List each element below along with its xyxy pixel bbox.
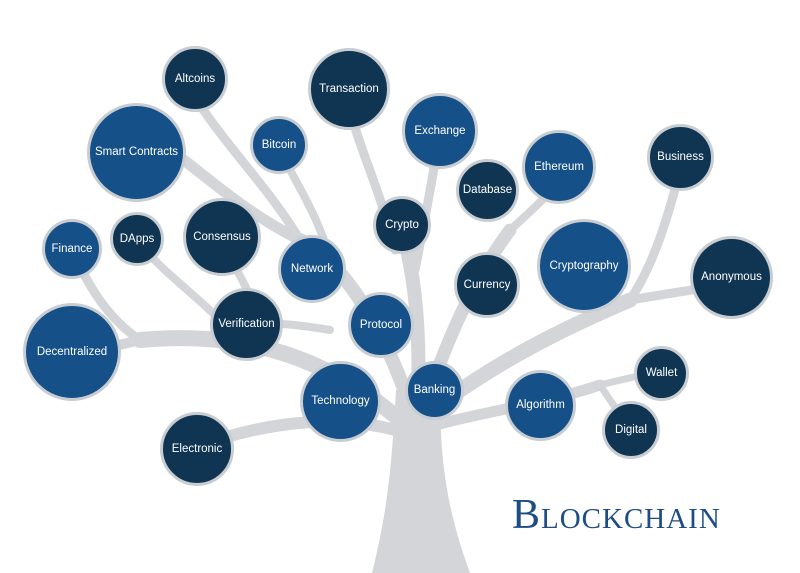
node-label: Cryptography bbox=[549, 259, 619, 272]
node-label: Transaction bbox=[319, 82, 379, 95]
node-technology: Technology bbox=[300, 361, 381, 442]
diagram-title: Blockchain bbox=[512, 492, 721, 538]
node-dapps: DApps bbox=[110, 212, 164, 266]
node-label: Ethereum bbox=[534, 160, 584, 173]
node-currency: Currency bbox=[454, 252, 520, 318]
node-label: DApps bbox=[119, 232, 155, 245]
node-label: Exchange bbox=[414, 124, 466, 137]
node-label: Finance bbox=[51, 242, 93, 255]
node-label: Banking bbox=[413, 384, 456, 397]
node-smart-contracts: Smart Contracts bbox=[87, 103, 186, 202]
node-verification: Verification bbox=[210, 288, 283, 361]
node-label: Consensus bbox=[193, 230, 251, 243]
node-finance: Finance bbox=[42, 219, 102, 279]
node-label: Technology bbox=[311, 395, 370, 408]
node-digital: Digital bbox=[602, 401, 660, 459]
node-protocol: Protocol bbox=[348, 292, 414, 358]
node-label: Database bbox=[462, 184, 513, 197]
node-label: Business bbox=[657, 151, 704, 164]
node-network: Network bbox=[278, 235, 346, 303]
branch-upper-left-2 bbox=[195, 100, 305, 245]
node-decentralized: Decentralized bbox=[23, 303, 121, 401]
node-anonymous: Anonymous bbox=[690, 236, 773, 319]
node-label: Wallet bbox=[645, 367, 678, 380]
node-database: Database bbox=[456, 159, 519, 222]
node-label: Bitcoin bbox=[261, 138, 297, 151]
node-wallet: Wallet bbox=[634, 346, 689, 401]
node-cryptography: Cryptography bbox=[537, 219, 631, 313]
node-label: Crypto bbox=[385, 218, 419, 231]
node-label: Anonymous bbox=[701, 271, 762, 284]
node-label: Algorithm bbox=[516, 399, 565, 412]
node-altcoins: Altcoins bbox=[162, 46, 228, 112]
node-consensus: Consensus bbox=[183, 198, 261, 276]
node-label: Altcoins bbox=[174, 72, 216, 85]
node-transaction: Transaction bbox=[308, 48, 390, 130]
node-label: Digital bbox=[615, 423, 647, 436]
node-business: Business bbox=[647, 124, 714, 191]
node-label: Protocol bbox=[359, 318, 403, 331]
node-label: Decentralized bbox=[36, 345, 108, 358]
node-label: Smart Contracts bbox=[94, 146, 179, 159]
node-label: Network bbox=[290, 262, 334, 275]
node-bitcoin: Bitcoin bbox=[250, 116, 308, 174]
node-algorithm: Algorithm bbox=[505, 370, 576, 441]
node-exchange: Exchange bbox=[402, 93, 478, 169]
node-ethereum: Ethereum bbox=[522, 130, 596, 204]
node-label: Verification bbox=[218, 318, 275, 331]
node-label: Electronic bbox=[171, 442, 223, 455]
node-banking: Banking bbox=[405, 361, 464, 420]
node-label: Currency bbox=[463, 278, 511, 291]
node-crypto: Crypto bbox=[373, 196, 431, 254]
node-electronic: Electronic bbox=[160, 412, 234, 486]
